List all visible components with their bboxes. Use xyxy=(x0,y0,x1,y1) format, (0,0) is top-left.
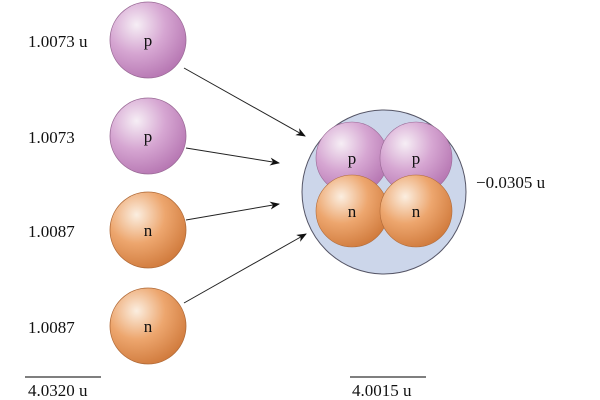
particle-symbol: p xyxy=(144,31,153,50)
arrow xyxy=(185,201,280,221)
arrows xyxy=(183,67,307,304)
arrow xyxy=(183,233,307,304)
particle-neutron-1: n xyxy=(109,191,187,269)
mass-label-neutron-2: 1.0087 xyxy=(28,318,75,337)
mass-label-neutron-1: 1.0087 xyxy=(28,222,75,241)
arrow xyxy=(183,67,306,137)
nucleus-neutron-symbol: n xyxy=(348,202,357,221)
mass-label-proton-2: 1.0073 xyxy=(28,128,75,147)
particle-proton-2: p xyxy=(109,97,187,175)
particle-symbol: n xyxy=(144,317,153,336)
particle-proton-1: p xyxy=(109,1,187,79)
total-mass-separate: 4.0320 u xyxy=(28,381,88,400)
arrow xyxy=(185,147,280,166)
particle-neutron-2: n xyxy=(109,287,187,365)
particle-symbol: n xyxy=(144,221,153,240)
nucleus-proton-symbol: p xyxy=(348,149,357,168)
particle-symbol: p xyxy=(144,127,153,146)
helium-nucleus: p p n n xyxy=(301,109,467,275)
mass-defect-label: −0.0305 u xyxy=(476,173,546,192)
nucleus-neutron-symbol: n xyxy=(412,202,421,221)
nucleus-proton-symbol: p xyxy=(412,149,421,168)
total-mass-nucleus: 4.0015 u xyxy=(352,381,412,400)
mass-label-proton-1: 1.0073 u xyxy=(28,32,88,51)
